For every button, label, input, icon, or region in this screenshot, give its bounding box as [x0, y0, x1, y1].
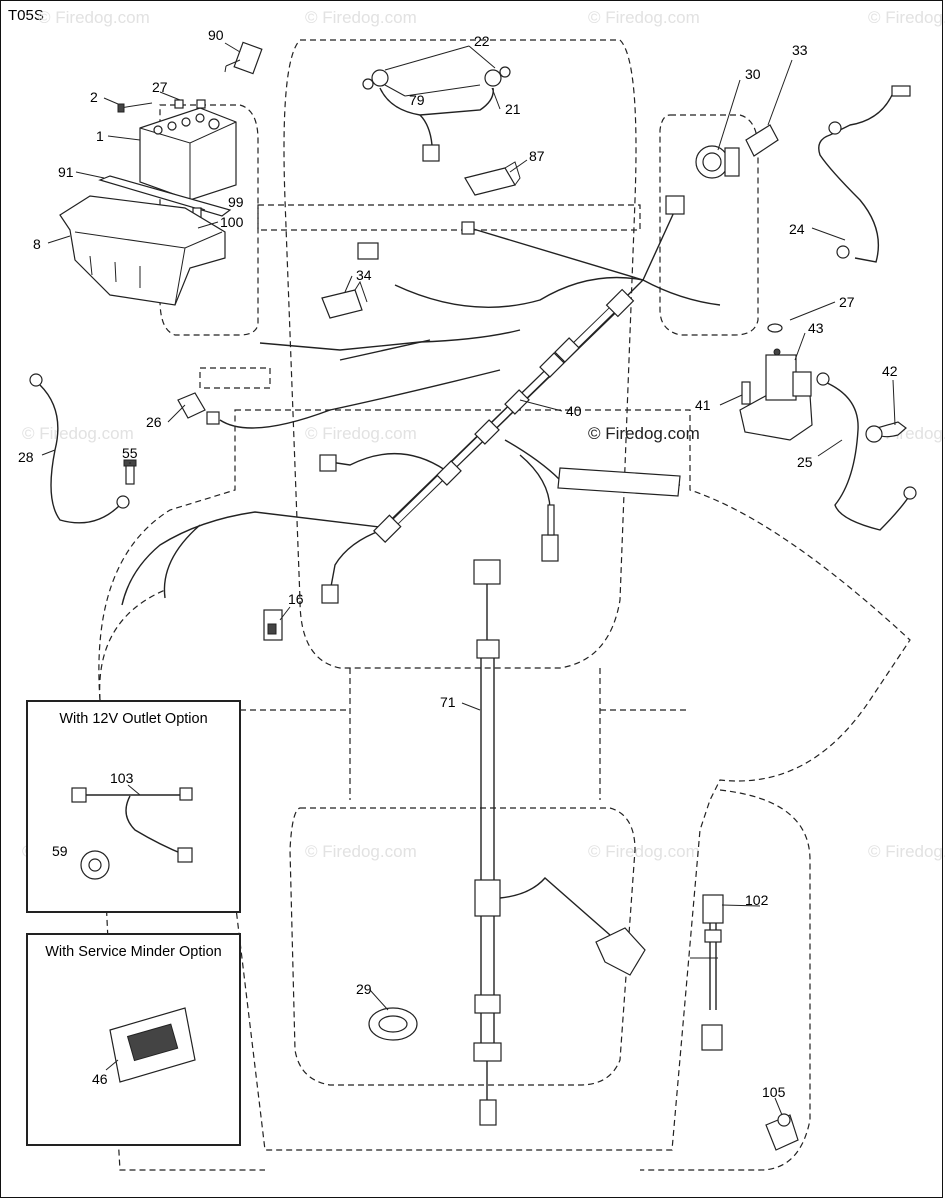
- part-102-harness: [690, 894, 724, 1051]
- part-25-battery-cable: [816, 372, 917, 531]
- callout-leaders: [41, 42, 896, 1116]
- fender-outline: [98, 409, 911, 1151]
- part-22-79-21-headlight-harness: [362, 66, 511, 162]
- service-minder-option-box: With Service Minder Option: [26, 933, 241, 1146]
- callout-30: 30: [745, 66, 761, 82]
- callout-41: 41: [695, 397, 711, 413]
- outlet-option-title: With 12V Outlet Option: [59, 711, 208, 727]
- callout-87: 87: [529, 148, 545, 164]
- part-16-seat-switch: [263, 609, 283, 641]
- battery-area-outline: [159, 104, 259, 336]
- seat-area-outline: [289, 807, 636, 1086]
- callout-27-right: 27: [839, 294, 855, 310]
- callout-26: 26: [146, 414, 162, 430]
- watermark: © Firedog.com: [22, 424, 134, 443]
- dash-panel-outline: [257, 204, 641, 231]
- part-105-switch: [765, 1113, 799, 1151]
- part-27-nut: [174, 99, 206, 109]
- callout-100: 100: [220, 214, 244, 230]
- watermark: © Firedog.com: [305, 424, 417, 443]
- callout-1: 1: [96, 128, 104, 144]
- part-71-rear-harness: [473, 559, 646, 1126]
- diagram-code: T05S: [8, 7, 44, 24]
- center-watermark: © Firedog.com: [588, 424, 700, 443]
- part-26-fuse-holder: [177, 392, 220, 425]
- outlet-option-box: With 12V Outlet Option: [26, 700, 241, 913]
- watermark: © Firedog.com: [868, 842, 945, 861]
- callout-22: 22: [474, 33, 490, 49]
- callout-99: 99: [228, 194, 244, 210]
- callout-29: 29: [356, 981, 372, 997]
- part-43-solenoid: [739, 348, 813, 441]
- callout-21: 21: [505, 101, 521, 117]
- callout-43: 43: [808, 320, 824, 336]
- part-30-ignition-switch: [695, 145, 740, 179]
- callout-2: 2: [90, 89, 98, 105]
- callout-16: 16: [288, 591, 304, 607]
- part-33-key: [745, 124, 779, 157]
- callout-46: 46: [92, 1071, 108, 1087]
- callout-33: 33: [792, 42, 808, 58]
- callout-28: 28: [18, 449, 34, 465]
- part-2-bolt: [117, 102, 153, 113]
- part-29-light: [368, 1007, 418, 1041]
- part-90-terminal-cover: [224, 41, 263, 75]
- watermark: © Firedog.com: [588, 842, 700, 861]
- callout-42: 42: [882, 363, 898, 379]
- frame-rails: [240, 668, 690, 800]
- part-27-nut-right: [767, 323, 783, 333]
- callout-27: 27: [152, 79, 168, 95]
- callout-24: 24: [789, 221, 805, 237]
- callout-71: 71: [440, 694, 456, 710]
- callout-25: 25: [797, 454, 813, 470]
- watermark: © Firedog.com: [305, 8, 417, 27]
- part-91-hold-down: [98, 175, 232, 217]
- right-rear-wheel: [640, 789, 811, 1171]
- callout-103: 103: [110, 770, 134, 786]
- part-41-bolt: [741, 381, 751, 405]
- part-34-switch: [321, 280, 368, 319]
- tractor-outline: [283, 39, 637, 669]
- callout-91: 91: [58, 164, 74, 180]
- watermark: © Firedog.com: [38, 8, 150, 27]
- callout-59: 59: [52, 843, 68, 859]
- callout-102: 102: [745, 892, 769, 908]
- watermark: © Firedog.com: [588, 8, 700, 27]
- callout-79: 79: [409, 92, 425, 108]
- callout-90: 90: [208, 27, 224, 43]
- right-panel-outline: [659, 114, 759, 336]
- part-1-battery: [139, 107, 237, 201]
- callout-105: 105: [762, 1084, 786, 1100]
- part-24-battery-cable: [818, 85, 911, 263]
- service-minder-option-title: With Service Minder Option: [45, 944, 222, 960]
- part-28-ground-cable: [29, 373, 130, 524]
- part-42-boot: [865, 421, 907, 443]
- part-8-battery-tray: [59, 195, 226, 306]
- callout-55: 55: [122, 445, 138, 461]
- watermark: © Firedog.com: [868, 8, 945, 27]
- left-bracket: [199, 367, 271, 389]
- part-40-main-harness: [121, 195, 721, 606]
- callout-8: 8: [33, 236, 41, 252]
- watermark: © Firedog.com: [305, 842, 417, 861]
- part-87-relay: [464, 161, 521, 196]
- callout-34: 34: [356, 267, 372, 283]
- callout-40: 40: [566, 403, 582, 419]
